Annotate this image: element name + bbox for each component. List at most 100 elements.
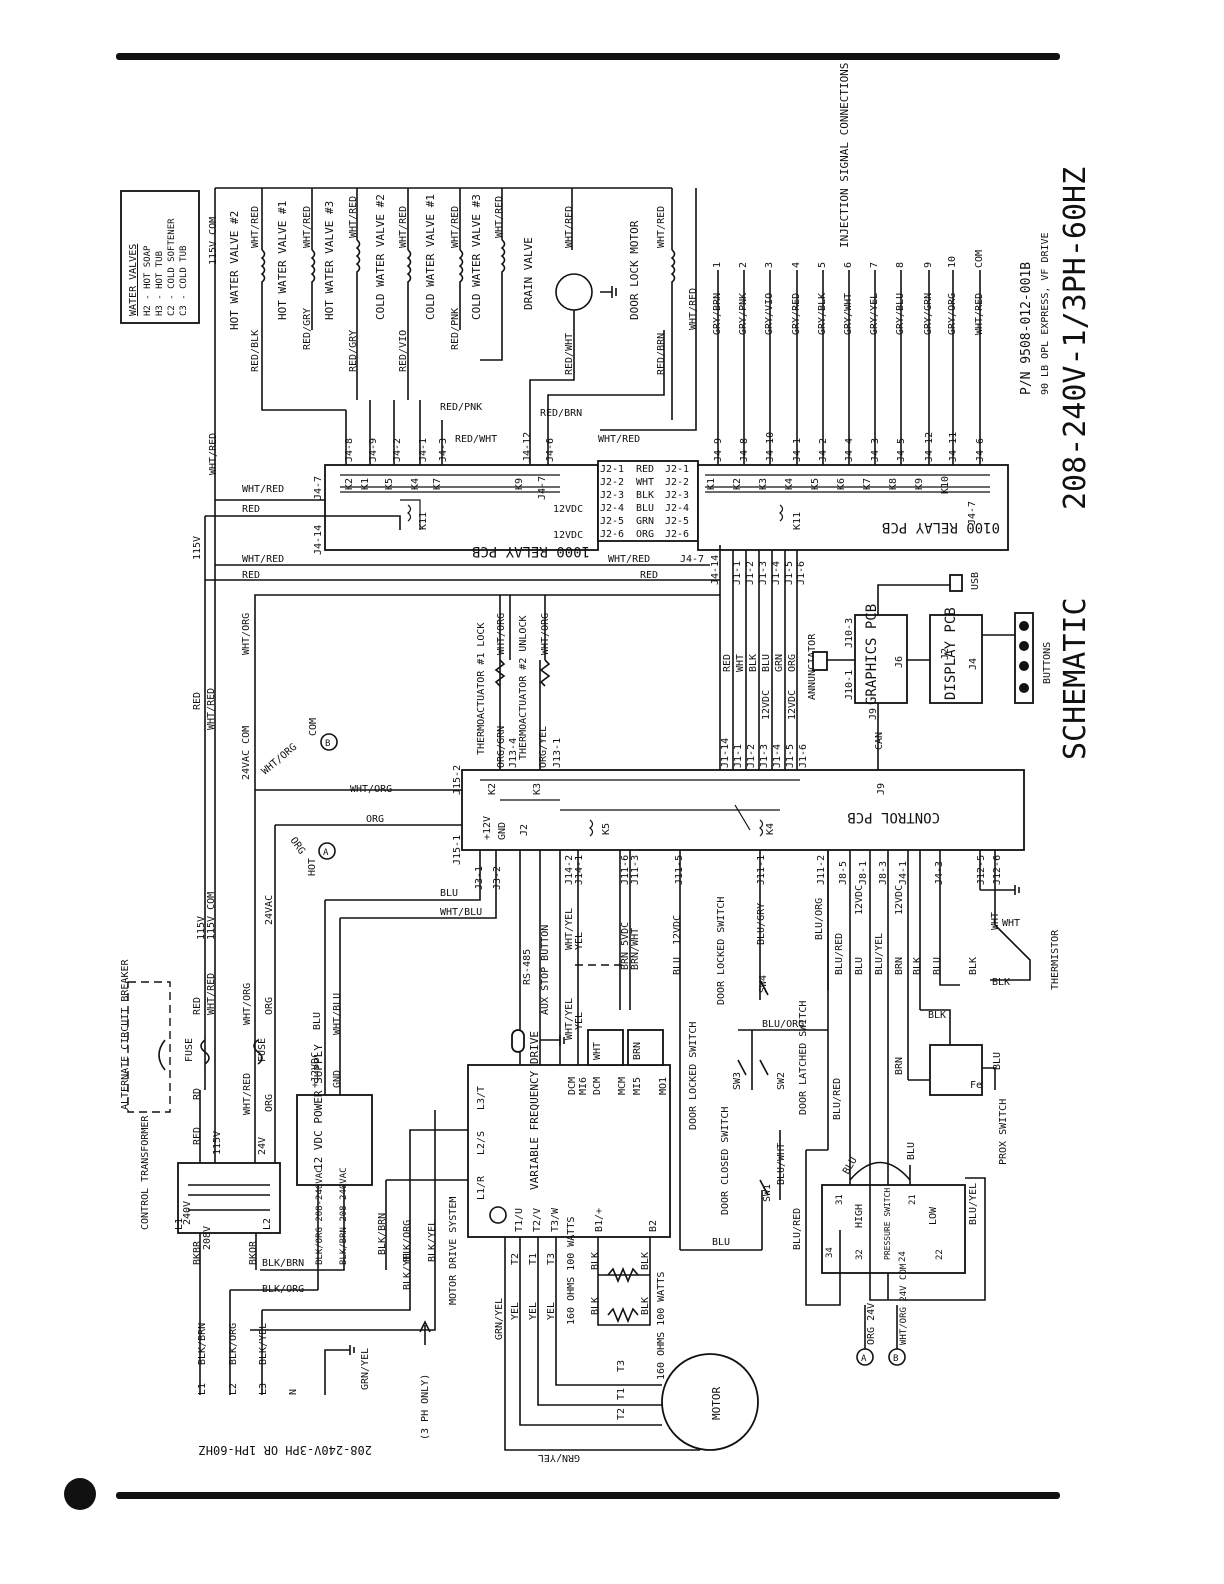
- pin-label: J4-9: [368, 438, 379, 462]
- svg-text:BLK/ORG: BLK/ORG: [402, 1220, 413, 1262]
- svg-text:L2/S: L2/S: [476, 1131, 487, 1155]
- svg-text:HIGH: HIGH: [854, 1204, 865, 1228]
- svg-text:T2: T2: [616, 1408, 627, 1420]
- svg-text:B2: B2: [648, 1220, 659, 1232]
- svg-text:12VDC: 12VDC: [761, 690, 772, 720]
- door-locked-switch-label: DOOR LOCKED SWITCH: [688, 1022, 699, 1130]
- wire-label: RED/VIO: [398, 330, 409, 372]
- svg-text:J14-1: J14-1: [574, 855, 585, 885]
- relay-label: K6: [836, 478, 847, 490]
- wire-label: RED: [640, 570, 658, 581]
- relay-label: K3: [758, 478, 769, 490]
- svg-text:BRN 5VDC: BRN 5VDC: [620, 922, 631, 970]
- svg-text:BLK/BRN: BLK/BRN: [197, 1323, 208, 1365]
- svg-text:L1: L1: [197, 1383, 208, 1395]
- svg-text:ORG/GRN: ORG/GRN: [496, 726, 507, 768]
- svg-text:WHT/ORG: WHT/ORG: [350, 784, 392, 795]
- valve-label: DRAIN VALVE: [522, 237, 535, 310]
- relay-pcb-1000-label: 1000 RELAY PCB: [472, 543, 590, 559]
- wire-label: RED/BRN: [540, 408, 582, 419]
- drain-valve-symbol: [555, 273, 593, 311]
- svg-text:HOT: HOT: [307, 858, 318, 876]
- button-icon[interactable]: [1019, 683, 1029, 693]
- svg-text:24V: 24V: [257, 1137, 268, 1155]
- svg-text:BLK/BRN: BLK/BRN: [377, 1213, 388, 1255]
- svg-text:WHT/ORG: WHT/ORG: [540, 613, 551, 655]
- svg-text:SW2: SW2: [776, 1072, 787, 1090]
- svg-text:J14-2: J14-2: [564, 855, 575, 885]
- legend-row: C2 - COLD SOFTENER: [167, 218, 177, 316]
- button-icon[interactable]: [1019, 661, 1029, 671]
- svg-text:J9: J9: [876, 783, 887, 795]
- relay-label: K2: [344, 478, 355, 490]
- button-icon[interactable]: [1019, 641, 1029, 651]
- wire-label: WHT/RED: [598, 434, 640, 445]
- svg-text:J11-1: J11-1: [756, 855, 767, 885]
- wire-label: RED/GRY: [348, 330, 359, 372]
- svg-text:12VDC: 12VDC: [894, 885, 905, 915]
- svg-text:J2-6: J2-6: [600, 529, 624, 540]
- button-icon[interactable]: [1019, 621, 1029, 631]
- svg-text:BRN/WHT: BRN/WHT: [630, 928, 641, 970]
- svg-text:GRN: GRN: [774, 654, 785, 672]
- svg-text:RED: RED: [636, 464, 654, 475]
- injection-number: 10: [947, 256, 958, 268]
- svg-text:ORG: ORG: [366, 814, 384, 825]
- relay-label: K11: [418, 512, 429, 530]
- wire-label: WHT/RED: [208, 433, 219, 475]
- pin-label: J4-7: [313, 476, 324, 500]
- injection-wire: GRY/YEL: [869, 293, 880, 335]
- display-pcb: [929, 614, 983, 704]
- rs485-connector: [511, 1029, 525, 1053]
- pin-label: J4-7: [967, 501, 978, 525]
- injection-number: 6: [843, 262, 854, 268]
- svg-text:J3-2: J3-2: [492, 866, 503, 890]
- fuse-label: FUSE: [184, 1038, 195, 1062]
- svg-text:J6: J6: [894, 656, 905, 668]
- svg-text:L1/R: L1/R: [476, 1175, 487, 1200]
- svg-text:J1-5: J1-5: [784, 561, 795, 585]
- motor: [661, 1353, 759, 1451]
- svg-text:J8-5: J8-5: [838, 861, 849, 885]
- svg-text:WHT/ORG: WHT/ORG: [260, 742, 299, 778]
- svg-text:J4: J4: [968, 658, 979, 670]
- svg-text:J3-1: J3-1: [474, 866, 485, 890]
- svg-text:BLU/RED: BLU/RED: [832, 1078, 843, 1120]
- svg-text:31: 31: [835, 1194, 845, 1205]
- svg-text:J1-2: J1-2: [746, 744, 757, 768]
- svg-text:240V: 240V: [182, 1201, 193, 1225]
- svg-text:B1/+: B1/+: [594, 1208, 605, 1232]
- valve-label: COLD WATER VALVE #3: [470, 194, 483, 320]
- svg-text:BLU: BLU: [636, 503, 654, 514]
- svg-text:BLK/YEL: BLK/YEL: [427, 1220, 438, 1262]
- svg-text:21: 21: [908, 1194, 918, 1205]
- svg-text:B: B: [893, 1354, 898, 1364]
- transformer-label: CONTROL TRANSFORMER: [140, 1115, 151, 1230]
- valve-label: HOT WATER VALVE #1: [276, 201, 289, 320]
- pin-label: J4-7: [537, 476, 548, 500]
- svg-text:BKBR: BKBR: [192, 1240, 203, 1265]
- valve-label: HOT WATER VALVE #3: [323, 201, 336, 320]
- pressure-switch-label: PRESSURE SWITCH: [883, 1188, 892, 1260]
- svg-text:SW3: SW3: [732, 1072, 743, 1090]
- top-rule: [116, 53, 1060, 60]
- svg-text:WHT/YEL: WHT/YEL: [564, 998, 575, 1040]
- svg-text:GRN/YEL: GRN/YEL: [494, 1298, 505, 1340]
- relay-label: K5: [384, 478, 395, 490]
- svg-text:WHT/BLU: WHT/BLU: [332, 993, 343, 1035]
- svg-text:BLU/YEL: BLU/YEL: [968, 1183, 979, 1225]
- svg-text:T3/W: T3/W: [550, 1207, 561, 1232]
- svg-text:L2: L2: [228, 1383, 239, 1395]
- svg-text:WHT: WHT: [735, 654, 746, 672]
- injection-wire: GRY/BRN: [712, 293, 723, 335]
- injection-wire: GRY/WHT: [843, 293, 854, 335]
- svg-text:J10-1: J10-1: [844, 670, 855, 700]
- pressure-switch: [821, 1184, 966, 1274]
- svg-text:GRN: GRN: [636, 516, 654, 527]
- legend-heading: WATER VALVES: [128, 244, 139, 316]
- three-phase-note: (3 PH ONLY): [420, 1374, 431, 1440]
- svg-text:BLU: BLU: [712, 1237, 730, 1248]
- svg-text:WHT/RED: WHT/RED: [242, 1073, 253, 1115]
- svg-text:J12-6: J12-6: [992, 855, 1003, 885]
